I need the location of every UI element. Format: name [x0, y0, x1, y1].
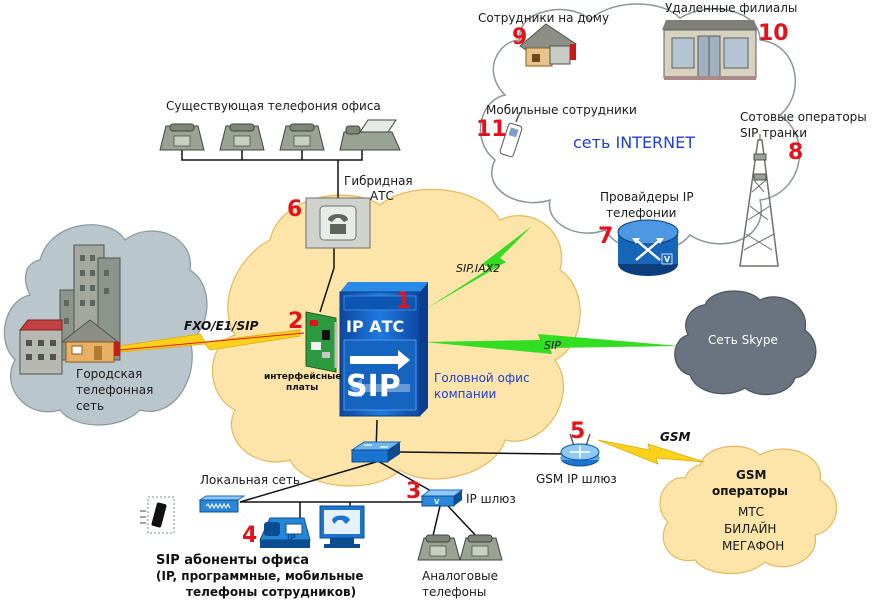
skype-network-label: Сеть Skype [708, 333, 778, 347]
switch-icon [350, 441, 402, 463]
svg-text:V: V [434, 498, 440, 506]
city-network-label-2: телефонная [76, 383, 153, 397]
gsm-operators-label: GSM [736, 468, 766, 482]
ip-providers-label-2: телефонии [606, 206, 676, 220]
gsm-operators-label-2: операторы [712, 484, 788, 498]
ip-phone-badge: IP [287, 533, 296, 542]
sip-link-label: SIP [544, 339, 561, 352]
mobile-phone-icon [140, 496, 175, 534]
gsm-operator-megafon: МЕГАФОН [722, 539, 784, 553]
ip-gateway-icon: V [420, 489, 464, 507]
internet-cloud-label: сеть INTERNET [573, 133, 695, 152]
network-hub-icon [198, 495, 246, 513]
number-7: 7 [598, 224, 613, 249]
number-5: 5 [570, 419, 585, 444]
gsm-link [597, 439, 705, 465]
gsm-operator-mts: МТС [738, 505, 764, 519]
office-phone-1-icon [159, 123, 205, 151]
tower-icon [739, 134, 779, 267]
city-network-label: Городская [76, 367, 142, 381]
analog-phones-label: Аналоговые [422, 569, 498, 583]
remote-branches-label: Удаленные филиалы [665, 1, 797, 15]
gsm-operator-beeline: БИЛАЙН [724, 521, 776, 536]
office-phone-2-icon [219, 123, 265, 151]
existing-telephony-label: Существующая телефония офиса [166, 99, 381, 113]
sip-logo-label: SIP [346, 369, 401, 404]
home-house-icon [519, 23, 577, 67]
hybrid-pbx-label-2: АТС [370, 189, 394, 203]
number-6: 6 [287, 197, 302, 222]
fxo-link-label: FXO/E1/SIP [184, 319, 259, 333]
hybrid-pbx-icon [305, 197, 371, 249]
analog-phone-1-icon [417, 534, 461, 561]
interface-cards-label: интерфейсные [264, 372, 341, 382]
head-office-label: Головной офис [434, 371, 530, 385]
number-3: 3 [406, 479, 421, 504]
sip-subscribers-label-2: (IP, программные, мобильные [156, 569, 364, 583]
number-8: 8 [788, 140, 803, 165]
interface-card-icon [305, 311, 338, 373]
ip-pbx-label: IP АТС [346, 317, 404, 336]
home-workers-label: Сотрудники на дому [478, 11, 609, 25]
number-1: 1 [396, 289, 411, 314]
fax-icon [339, 119, 401, 151]
sip-iax-link [424, 226, 532, 310]
city-network-label-3: сеть [76, 399, 104, 413]
ip-phone-icon [259, 517, 311, 548]
number-10: 10 [758, 21, 789, 46]
sip-subscribers-label: SIP абоненты офиса [156, 553, 309, 568]
gsm-gateway-label: GSM IP шлюз [536, 472, 617, 486]
sip-iax-link-label: SIP,IAX2 [456, 262, 500, 275]
svg-text:V: V [664, 255, 671, 264]
mobile-workers-phone-icon [499, 111, 523, 158]
analog-phone-2-icon [459, 534, 503, 561]
interface-cards-label-2: платы [286, 383, 318, 393]
gsm-router-icon [560, 433, 600, 467]
ip-gateway-label: IP шлюз [466, 492, 516, 506]
number-9: 9 [512, 25, 527, 50]
mobile-workers-label: Мобильные сотрудники [486, 103, 637, 117]
house-icon [60, 319, 120, 363]
sip-link [424, 334, 680, 354]
sip-subscribers-label-3: телефоны сотрудников) [186, 585, 356, 599]
number-4: 4 [242, 523, 257, 548]
cellular-operators-label: Сотовые операторы [740, 110, 867, 124]
monitor-icon [319, 505, 365, 548]
connection-lines [181, 148, 563, 541]
gsm-link-label: GSM [660, 430, 690, 444]
number-2: 2 [288, 309, 303, 334]
ip-providers-label: Провайдеры IP [600, 190, 694, 204]
local-network-label: Локальная сеть [200, 473, 300, 487]
number-11: 11 [476, 117, 507, 142]
ip-pbx-server-icon [339, 282, 428, 417]
skype-cloud [674, 290, 817, 396]
ip-provider-router-icon: V [617, 219, 679, 276]
analog-phones-label-2: телефоны [422, 585, 486, 599]
shop-icon [662, 20, 758, 80]
sip-trunks-label: SIP транки [740, 126, 807, 140]
fxo-link [119, 329, 305, 353]
gsm-cloud [659, 445, 837, 574]
office-phone-3-icon [279, 123, 325, 151]
head-office-label-2: компании [434, 387, 496, 401]
hybrid-pbx-label: Гибридная [344, 174, 413, 188]
